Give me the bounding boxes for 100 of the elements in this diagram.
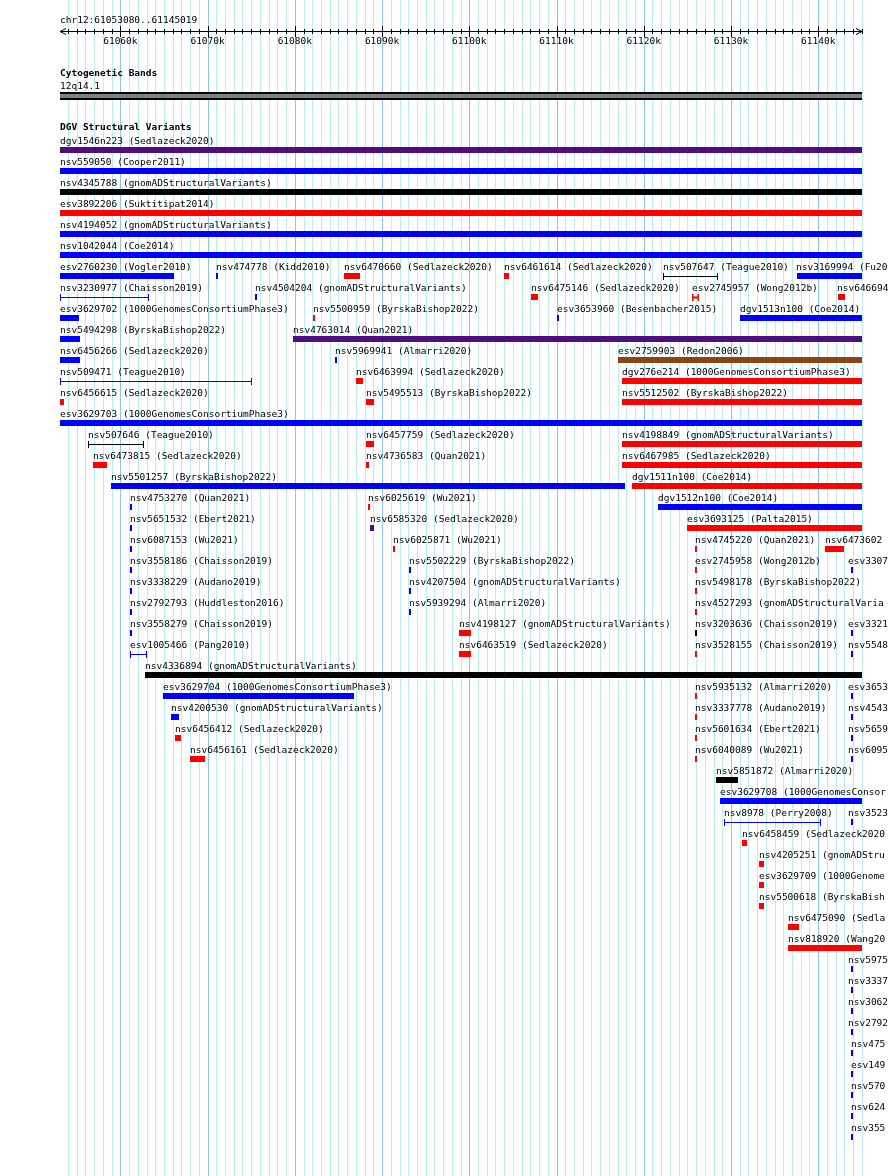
variant-label: nsv2792793 (Huddleston2016) xyxy=(130,597,285,608)
variant-label: nsv3558186 (Chaisson2019) xyxy=(130,555,273,566)
tick-label: 61120k xyxy=(626,35,661,46)
variant-label: nsv507647 (Teague2010) xyxy=(663,261,789,272)
variant-label: nsv6095 xyxy=(848,744,889,755)
variant-label: nsv5851872 (Almarri2020) xyxy=(716,765,854,776)
variant-label: nsv3169994 (Fu20 xyxy=(796,261,888,272)
variant-label: nsv5500618 (ByrskaBish xyxy=(759,891,885,902)
tick-label: 61080k xyxy=(277,35,312,46)
variant-label: esv3653960 (Besenbacher2015) xyxy=(557,303,718,314)
variant-label: esv3629704 (1000GenomesConsortiumPhase3) xyxy=(163,681,392,692)
variant-label: nsv4200530 (gnomADStructuralVariants) xyxy=(171,702,383,713)
variant-label: nsv3230977 (Chaisson2019) xyxy=(60,282,203,293)
variant-label: nsv475 xyxy=(851,1038,886,1049)
variant-label: nsv6461614 (Sedlazeck2020) xyxy=(504,261,653,272)
variant-label: nsv4763014 (Quan2021) xyxy=(293,324,414,335)
variant-label: nsv509471 (Teague2010) xyxy=(60,366,186,377)
variant-label: nsv5500959 (ByrskaBishop2022) xyxy=(313,303,479,314)
variant-label: nsv3203636 (Chaisson2019) xyxy=(695,618,838,629)
variant-label: nsv6458459 (Sedlazeck2020 xyxy=(742,828,885,839)
variant-label: nsv5659 xyxy=(848,723,889,734)
variant-label: dgv1511n100 (Coe2014) xyxy=(632,471,753,482)
variant-label: nsv1042044 (Coe2014) xyxy=(60,240,175,251)
variant-label: nsv6467985 (Sedlazeck2020) xyxy=(622,450,771,461)
variant-label: nsv6025619 (Wu2021) xyxy=(368,492,477,503)
variant-label: nsv6025871 (Wu2021) xyxy=(393,534,502,545)
tick-label: 61090k xyxy=(364,35,400,46)
variant-label: esv2745957 (Wong2012b) xyxy=(692,282,818,293)
variant-label: nsv6585320 (Sedlazeck2020) xyxy=(370,513,519,524)
variant-label: esv3629709 (1000Genome xyxy=(759,870,885,881)
variant-label: esv3653 xyxy=(848,681,889,692)
tick-label: 61060k xyxy=(103,35,138,46)
tick-label: 61140k xyxy=(801,35,836,46)
variant-label: esv2745958 (Wong2012b) xyxy=(695,555,821,566)
variant-label: esv3307 xyxy=(848,555,889,566)
variant-label: nsv4736583 (Quan2021) xyxy=(366,450,487,461)
variant-label: nsv3337 xyxy=(848,975,889,986)
variant-label: nsv624 xyxy=(851,1101,886,1112)
variant-label: esv2760230 (Vogler2010) xyxy=(60,261,192,272)
variant-label: nsv4205251 (gnomADStru xyxy=(759,849,885,860)
variant-label: nsv6456615 (Sedlazeck2020) xyxy=(60,387,209,398)
variant-label: nsv3337778 (Audano2019) xyxy=(695,702,827,713)
variant-label: nsv5935132 (Almarri2020) xyxy=(695,681,833,692)
variant-label: nsv6475146 (Sedlazeck2020) xyxy=(531,282,680,293)
variant-label: nsv3558279 (Chaisson2019) xyxy=(130,618,273,629)
tick-label: 61100k xyxy=(452,35,487,46)
variant-label: nsv4194052 (gnomADStructuralVariants) xyxy=(60,219,272,230)
variant-label: nsv6473815 (Sedlazeck2020) xyxy=(93,450,242,461)
position-label: chr12:61053080..61145019 xyxy=(60,14,198,25)
variant-label: nsv5495513 (ByrskaBishop2022) xyxy=(366,387,532,398)
variant-label: nsv6087153 (Wu2021) xyxy=(130,534,239,545)
variant-label: nsv4207504 (gnomADStructuralVariants) xyxy=(409,576,621,587)
track-title: DGV Structural Variants xyxy=(60,121,192,132)
variant-label: nsv3528155 (Chaisson2019) xyxy=(695,639,838,650)
variant-label: esv2759903 (Redon2006) xyxy=(618,345,744,356)
variant-label: nsv570 xyxy=(851,1080,886,1091)
variant-label: nsv474778 (Kidd2010) xyxy=(216,261,331,272)
variant-label: nsv5651532 (Ebert2021) xyxy=(130,513,256,524)
variant-label: nsv4336894 (gnomADStructuralVariants) xyxy=(145,660,357,671)
variant-label: esv1005466 (Pang2010) xyxy=(130,639,251,650)
variant-label: dgv1512n100 (Coe2014) xyxy=(658,492,779,503)
variant-label: nsv4198849 (gnomADStructuralVariants) xyxy=(622,429,834,440)
variant-label: esv3629708 (1000GenomesConsor xyxy=(720,786,886,797)
variant-label: nsv6475090 (Sedla xyxy=(788,912,886,923)
variant-label: nsv4345788 (gnomADStructuralVariants) xyxy=(60,177,272,188)
variant-label: nsv646694 xyxy=(837,282,889,293)
variant-label: nsv6457759 (Sedlazeck2020) xyxy=(366,429,515,440)
variant-label: nsv4543 xyxy=(848,702,889,713)
variant-label: nsv5975 xyxy=(848,954,889,965)
variant-label: dgv276e214 (1000GenomesConsortiumPhase3) xyxy=(622,366,851,377)
variant-label: nsv5501257 (ByrskaBishop2022) xyxy=(111,471,277,482)
variant-label: esv3892206 (Suktitipat2014) xyxy=(60,198,215,209)
variant-label: nsv5512502 (ByrskaBishop2022) xyxy=(622,387,788,398)
variant-label: nsv5601634 (Ebert2021) xyxy=(695,723,821,734)
variant-label: nsv818920 (Wang20 xyxy=(788,933,886,944)
variant-label: nsv5494298 (ByrskaBishop2022) xyxy=(60,324,226,335)
band-label: 12q14.1 xyxy=(60,80,101,91)
variant-label: esv3629703 (1000GenomesConsortiumPhase3) xyxy=(60,408,289,419)
track-title: Cytogenetic Bands xyxy=(60,67,158,78)
variant-label: esv3693125 (Palta2015) xyxy=(687,513,813,524)
variant-label: nsv5502229 (ByrskaBishop2022) xyxy=(409,555,575,566)
variant-label: nsv355 xyxy=(851,1122,886,1133)
variant-label: nsv5548 xyxy=(848,639,889,650)
variant-label: esv3321 xyxy=(848,618,889,629)
variant-label: nsv4745220 (Quan2021) xyxy=(695,534,816,545)
variant-label: nsv4504204 (gnomADStructuralVariants) xyxy=(255,282,467,293)
variant-label: nsv5498178 (ByrskaBishop2022) xyxy=(695,576,861,587)
variant-label: nsv6040089 (Wu2021) xyxy=(695,744,804,755)
variant-label: dgv1546n223 (Sedlazeck2020) xyxy=(60,135,215,146)
variant-label: esv3629702 (1000GenomesConsortiumPhase3) xyxy=(60,303,289,314)
variant-label: nsv4527293 (gnomADStructuralVaria xyxy=(695,597,884,608)
tick-label: 61110k xyxy=(539,35,574,46)
variant-label: nsv6470660 (Sedlazeck2020) xyxy=(344,261,493,272)
variant-label: nsv3523 xyxy=(848,807,889,818)
variant-label: nsv507646 (Teague2010) xyxy=(88,429,214,440)
variant-label: nsv6463519 (Sedlazeck2020) xyxy=(459,639,608,650)
variant-label: nsv6456266 (Sedlazeck2020) xyxy=(60,345,209,356)
variant-label: dgv1513n100 (Coe2014) xyxy=(740,303,861,314)
variant-label: esv149 xyxy=(851,1059,886,1070)
variant-label: nsv6456412 (Sedlazeck2020) xyxy=(175,723,324,734)
